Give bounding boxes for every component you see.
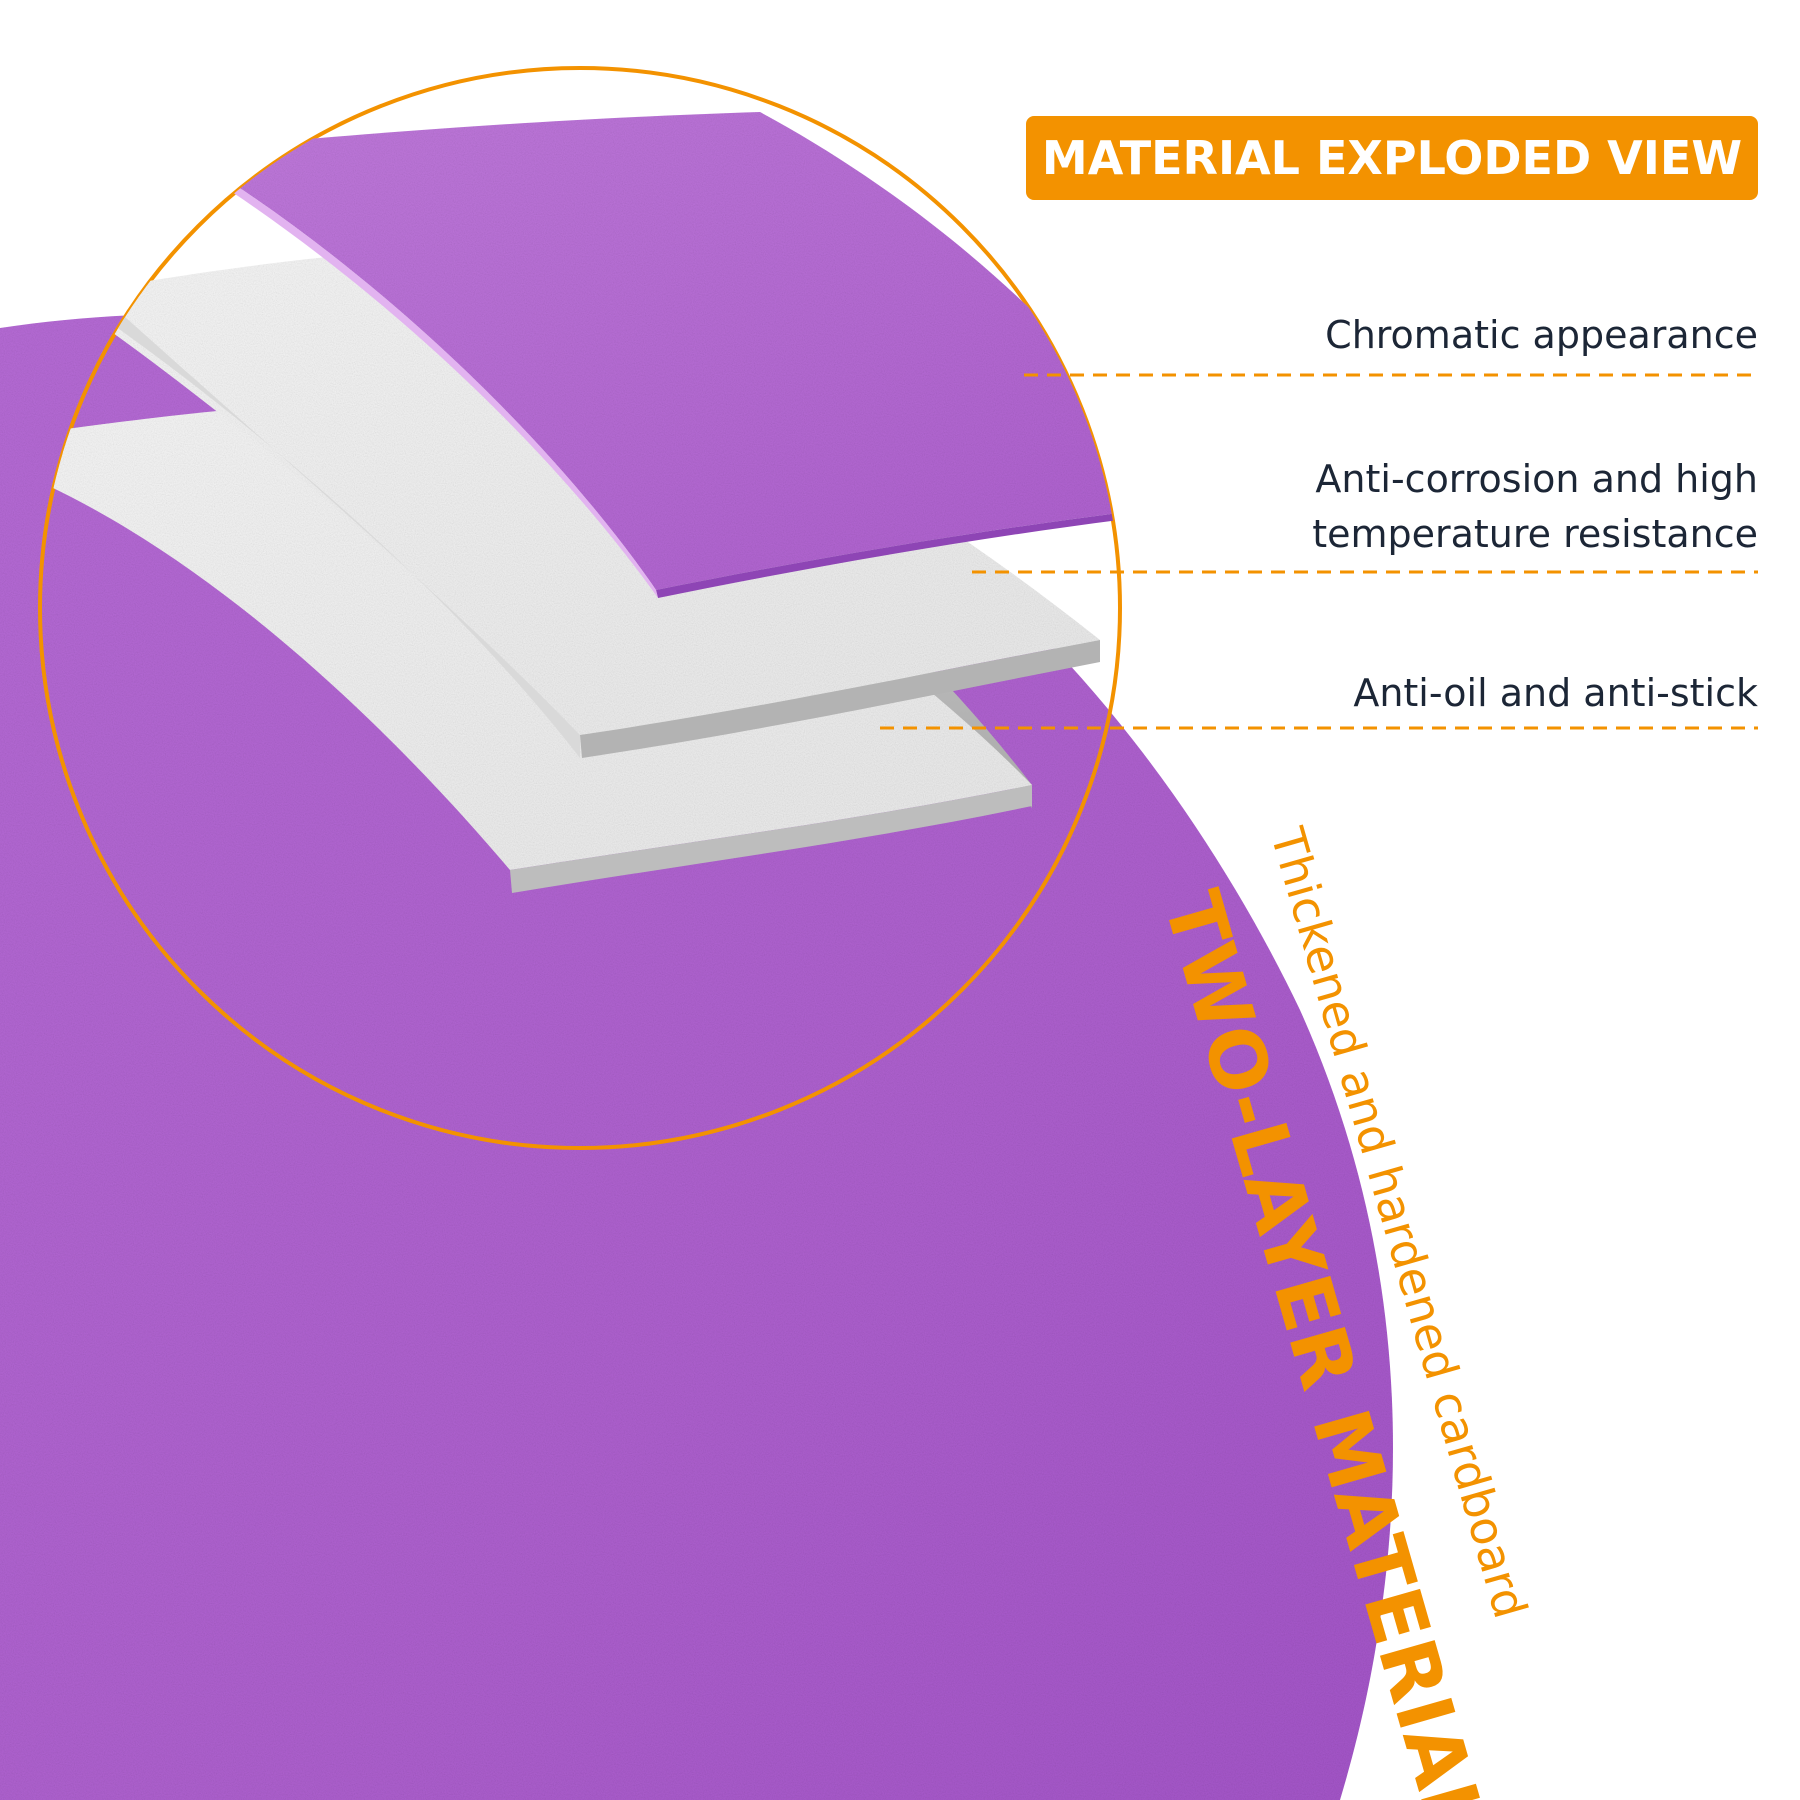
callout-antioil-text: Anti-oil and anti-stick bbox=[1353, 671, 1758, 715]
callout-chromatic-text: Chromatic appearance bbox=[1325, 313, 1758, 357]
callout-anticorrosion-line2: temperature resistance bbox=[1312, 512, 1758, 556]
leader-lines bbox=[880, 373, 1758, 730]
title-text: MATERIAL EXPLODED VIEW bbox=[1041, 131, 1743, 185]
magnifier-circle bbox=[38, 66, 1122, 1150]
callout-antioil: Anti-oil and anti-stick bbox=[1353, 666, 1758, 721]
title-badge: MATERIAL EXPLODED VIEW bbox=[1026, 116, 1758, 200]
layer-stack bbox=[40, 112, 1120, 893]
callout-anticorrosion-line1: Anti-corrosion and high bbox=[1315, 457, 1758, 501]
callout-chromatic: Chromatic appearance bbox=[1325, 308, 1758, 363]
top-purple-layer bbox=[180, 112, 1120, 598]
callout-anticorrosion: Anti-corrosion and high temperature resi… bbox=[1312, 452, 1758, 562]
